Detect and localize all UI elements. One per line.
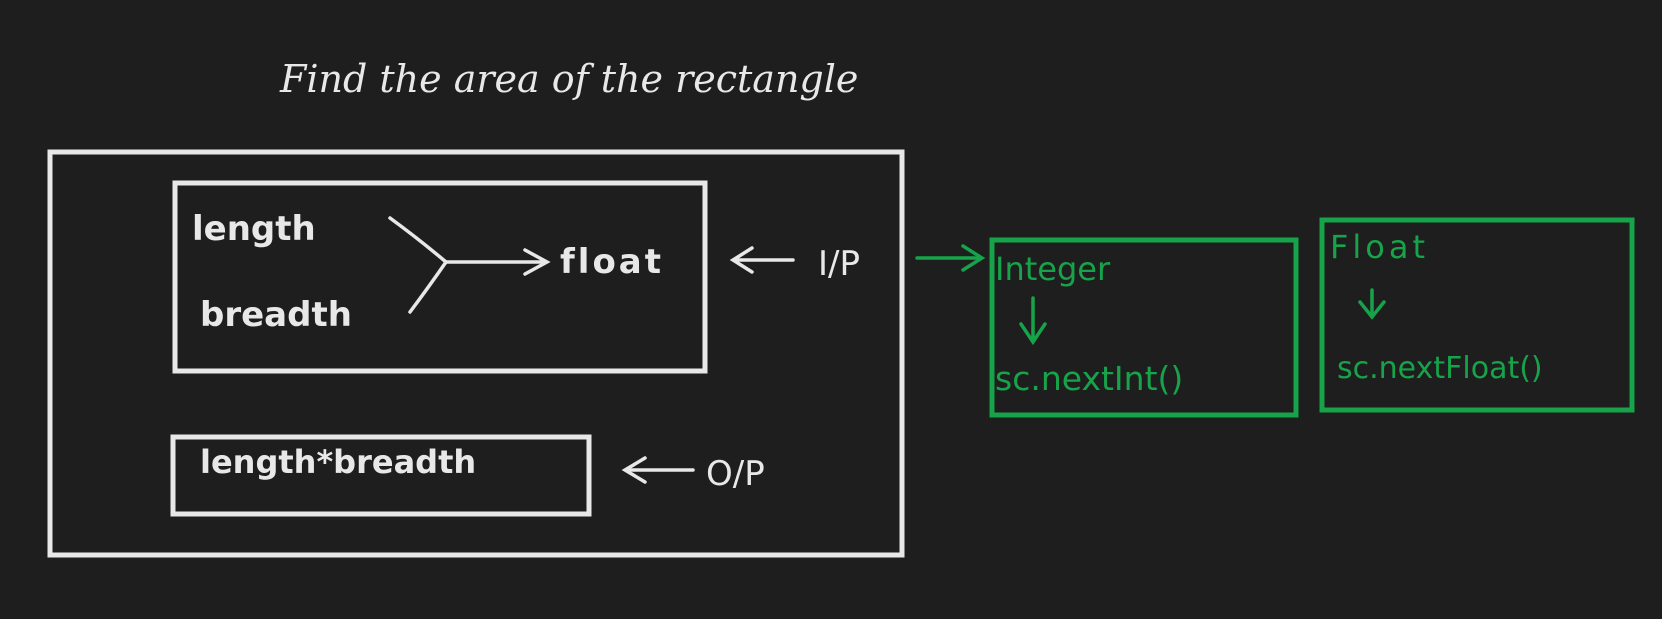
merge-arrow: [388, 216, 551, 314]
input-io-label: I/P: [818, 244, 860, 284]
integer-box: [989, 237, 1299, 418]
breadth-label: breadth: [200, 295, 352, 335]
to-integer-arrow-icon: [915, 244, 986, 272]
integer-down-arrow-icon: [1019, 296, 1047, 346]
input-arrow-icon: [729, 246, 795, 274]
float-down-arrow-icon: [1358, 288, 1386, 320]
output-box: [170, 434, 592, 517]
integer-method: sc.nextInt(): [995, 359, 1183, 398]
program-box: [47, 149, 905, 558]
output-expression: length*breadth: [200, 443, 476, 481]
integer-heading: Integer: [995, 250, 1111, 288]
type-label: float: [560, 242, 664, 282]
input-box: [172, 180, 708, 374]
float-heading: Float: [1330, 228, 1429, 266]
float-box: [1319, 217, 1635, 413]
length-label: length: [192, 209, 316, 249]
diagram-title: Find the area of the rectangle: [279, 57, 858, 101]
float-method: sc.nextFloat(): [1337, 351, 1543, 386]
output-arrow-icon: [621, 456, 695, 484]
output-io-label: O/P: [706, 454, 765, 494]
